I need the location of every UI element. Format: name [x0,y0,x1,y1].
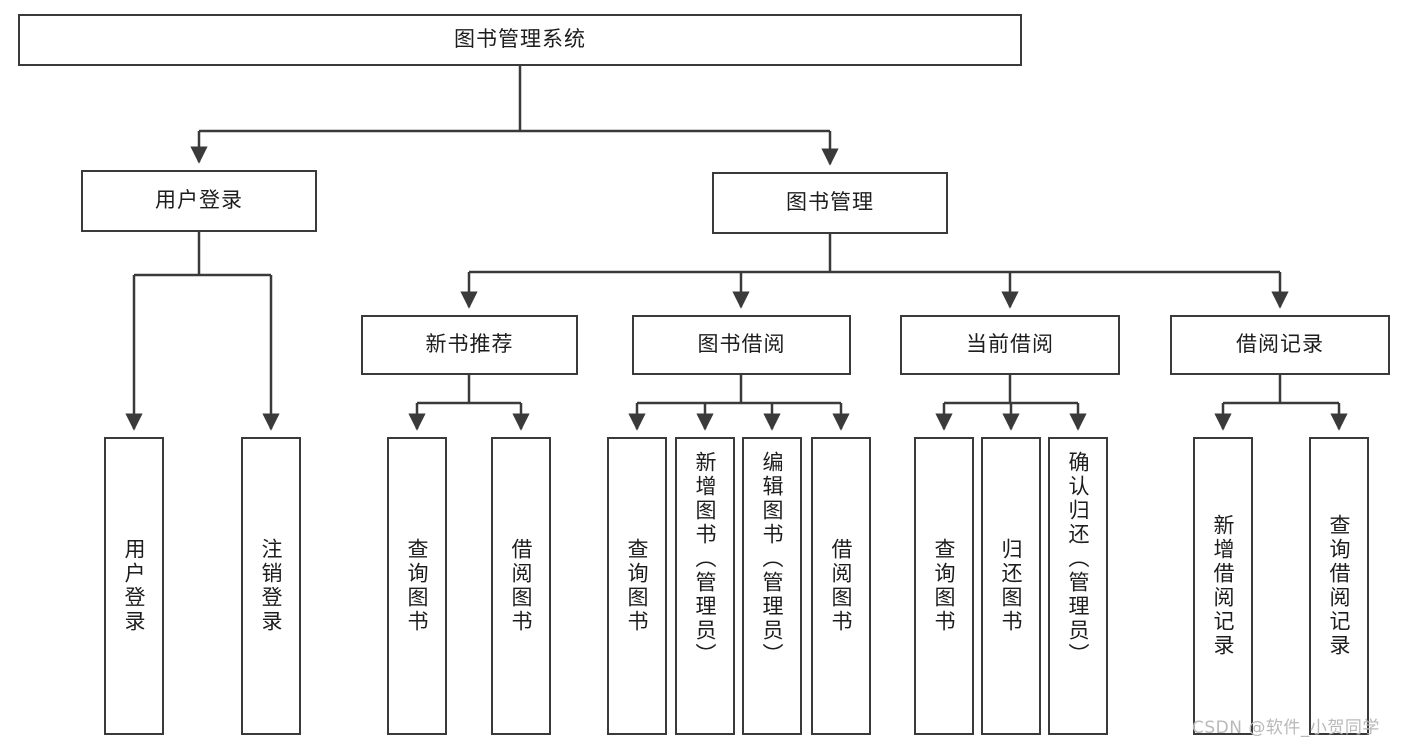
node-book-manage[interactable]: 图书管理 [712,172,948,234]
leaf-borrow-book-2[interactable]: 借阅图书 [811,437,871,735]
leaf-edit-book-label: 编辑图书（管理员） [760,451,785,667]
node-borrow-record[interactable]: 借阅记录 [1170,315,1390,375]
leaf-add-book[interactable]: 新增图书（管理员） [675,437,735,735]
leaf-return-book-label: 归还图书 [999,538,1024,634]
node-book-borrow-label: 图书借阅 [697,332,786,357]
leaf-query-book-2[interactable]: 查询图书 [607,437,667,735]
leaf-query-book-3-label: 查询图书 [932,538,957,634]
leaf-borrow-book-2-label: 借阅图书 [829,538,854,634]
node-book-manage-label: 图书管理 [786,190,874,215]
node-user-login-label: 用户登录 [155,188,243,213]
node-new-book-rec[interactable]: 新书推荐 [361,315,578,375]
leaf-borrow-book-1[interactable]: 借阅图书 [491,437,551,735]
leaf-confirm-return[interactable]: 确认归还（管理员） [1048,437,1108,735]
node-root[interactable]: 图书管理系统 [18,14,1022,66]
node-new-book-rec-label: 新书推荐 [425,332,514,357]
leaf-return-book[interactable]: 归还图书 [981,437,1041,735]
leaf-query-record[interactable]: 查询借阅记录 [1309,437,1369,735]
watermark: CSDN @软件_小贺同学 [1192,718,1380,738]
node-current-borrow[interactable]: 当前借阅 [900,315,1120,375]
leaf-borrow-book-1-label: 借阅图书 [509,538,534,634]
leaf-query-record-label: 查询借阅记录 [1327,514,1352,658]
leaf-edit-book[interactable]: 编辑图书（管理员） [742,437,802,735]
leaf-query-book-1[interactable]: 查询图书 [387,437,447,735]
leaf-query-book-3[interactable]: 查询图书 [914,437,974,735]
leaf-logout-label: 注销登录 [259,538,284,634]
node-user-login[interactable]: 用户登录 [81,170,317,232]
node-borrow-record-label: 借阅记录 [1236,332,1324,357]
leaf-add-record-label: 新增借阅记录 [1211,514,1236,658]
node-root-label: 图书管理系统 [454,27,586,52]
leaf-add-record[interactable]: 新增借阅记录 [1193,437,1253,735]
leaf-user-login-label: 用户登录 [122,538,147,634]
leaf-add-book-label: 新增图书（管理员） [693,451,718,667]
leaf-logout[interactable]: 注销登录 [241,437,301,735]
leaf-query-book-1-label: 查询图书 [405,538,430,634]
leaf-confirm-return-label: 确认归还（管理员） [1066,451,1091,667]
node-book-borrow[interactable]: 图书借阅 [632,315,851,375]
leaf-user-login[interactable]: 用户登录 [104,437,164,735]
node-current-borrow-label: 当前借阅 [966,332,1054,357]
leaf-query-book-2-label: 查询图书 [625,538,650,634]
